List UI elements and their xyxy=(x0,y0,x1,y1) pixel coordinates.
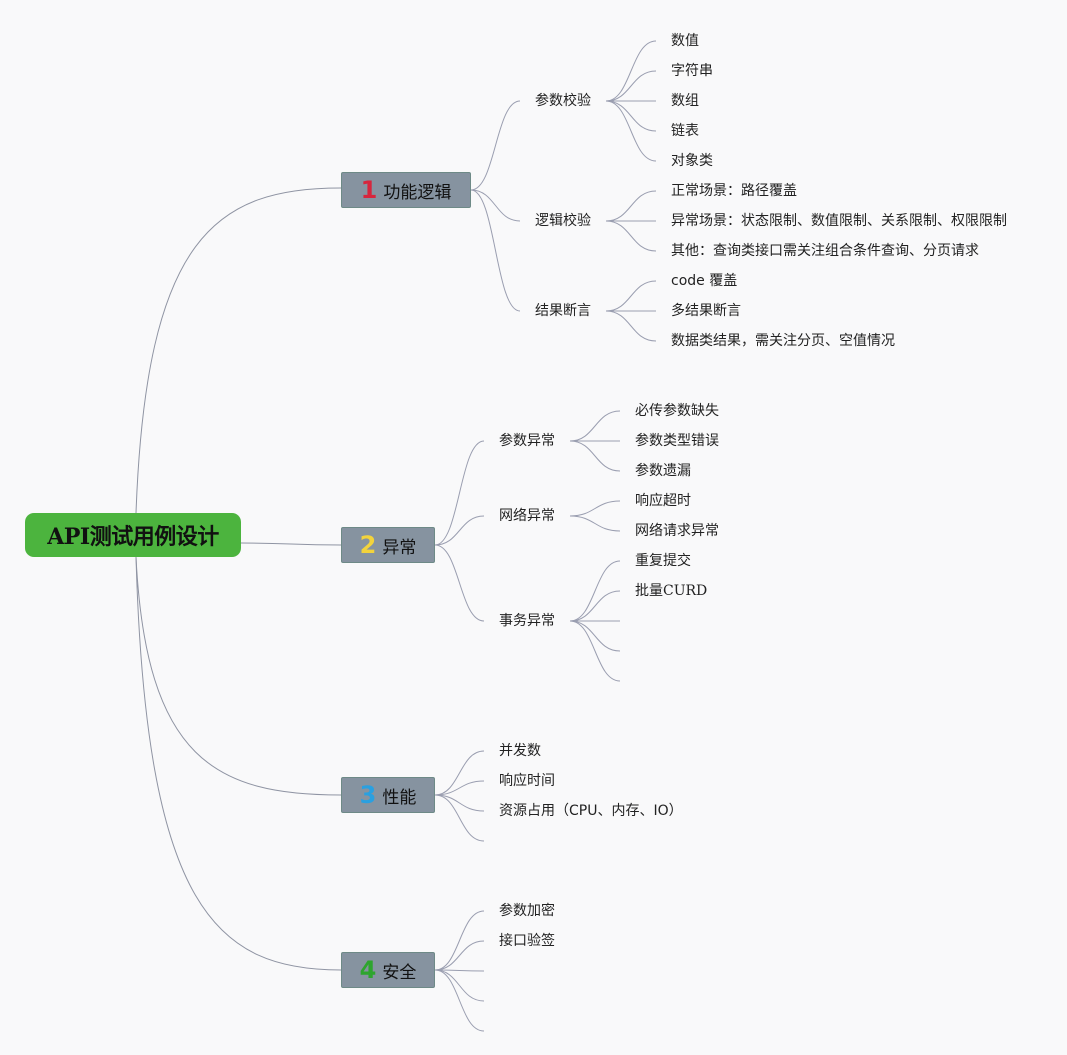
branch-number-2: 2 xyxy=(359,531,377,559)
leaf-item[interactable]: 必传参数缺失 xyxy=(635,403,719,419)
leaf-item[interactable]: 重复提交 xyxy=(635,553,691,569)
branch-node-performance[interactable]: 3 性能 xyxy=(341,777,435,813)
root-connector-line xyxy=(240,542,342,546)
branch-node-security[interactable]: 4 安全 xyxy=(341,952,435,988)
leaf-item[interactable]: 批量CURD xyxy=(635,583,708,599)
leaf-item[interactable]: 资源占用（CPU、内存、IO） xyxy=(499,803,683,819)
branch-number-3: 3 xyxy=(359,781,377,809)
branch-label: 功能逻辑 xyxy=(383,182,452,203)
connector-line xyxy=(605,40,657,102)
root-connector-line xyxy=(135,187,342,514)
connector-line xyxy=(434,910,485,971)
root-connector-line xyxy=(135,556,342,971)
connector-line xyxy=(605,310,657,342)
leaf-item[interactable]: 参数加密 xyxy=(499,903,555,919)
topic-logic-validation[interactable]: 逻辑校验 xyxy=(535,213,591,229)
leaf-item[interactable]: 字符串 xyxy=(671,63,713,79)
leaf-item[interactable]: 对象类 xyxy=(671,153,713,169)
branch-node-functional-logic[interactable]: 1 功能逻辑 xyxy=(341,172,471,208)
connector-line xyxy=(434,780,485,796)
connector-line xyxy=(605,100,657,132)
leaf-item[interactable]: 多结果断言 xyxy=(671,303,741,319)
topic-network-exception[interactable]: 网络异常 xyxy=(499,508,555,524)
leaf-item[interactable]: 正常场景：路径覆盖 xyxy=(671,183,797,199)
branch-node-exception[interactable]: 2 异常 xyxy=(341,527,435,563)
connector-line xyxy=(569,515,621,532)
connector-line xyxy=(434,969,485,1002)
connector-line xyxy=(434,940,485,971)
connector-line xyxy=(434,544,485,622)
connector-line xyxy=(470,100,521,191)
root-node[interactable]: API测试用例设计 xyxy=(25,513,241,557)
topic-param-validation[interactable]: 参数校验 xyxy=(535,93,591,109)
connector-line xyxy=(470,189,521,312)
connector-line xyxy=(434,794,485,842)
topic-param-exception[interactable]: 参数异常 xyxy=(499,433,555,449)
connector-line xyxy=(434,440,485,546)
connector-line xyxy=(434,969,485,1032)
connector-line xyxy=(569,500,621,517)
leaf-item[interactable]: 参数类型错误 xyxy=(635,433,719,449)
leaf-item[interactable]: 响应时间 xyxy=(499,773,555,789)
leaf-item[interactable]: 接口验签 xyxy=(499,933,555,949)
leaf-item[interactable]: 网络请求异常 xyxy=(635,523,719,539)
connector-line xyxy=(434,515,485,546)
leaf-item[interactable]: 参数遗漏 xyxy=(635,463,691,479)
leaf-item[interactable]: 数值 xyxy=(671,33,699,49)
connector-line xyxy=(569,620,621,682)
connector-line xyxy=(569,620,621,652)
connector-line xyxy=(605,220,657,252)
leaf-item[interactable]: 链表 xyxy=(671,123,699,139)
connector-line xyxy=(569,440,621,472)
connector-line xyxy=(569,560,621,622)
branch-label: 性能 xyxy=(382,787,417,808)
connector-line xyxy=(569,590,621,622)
leaf-item[interactable]: 数据类结果，需关注分页、空值情况 xyxy=(671,333,895,349)
leaf-item[interactable]: 数组 xyxy=(671,93,699,109)
branch-label: 安全 xyxy=(382,962,417,983)
connector-line xyxy=(605,190,657,222)
leaf-item[interactable]: 响应超时 xyxy=(635,493,691,509)
topic-result-assertion[interactable]: 结果断言 xyxy=(535,303,591,319)
connector-line xyxy=(605,70,657,102)
branch-number-1: 1 xyxy=(360,176,378,204)
branch-label: 异常 xyxy=(382,537,417,558)
leaf-item[interactable]: 其他：查询类接口需关注组合条件查询、分页请求 xyxy=(671,243,979,259)
connector-line xyxy=(470,189,521,222)
connector-line xyxy=(434,969,485,972)
connector-line xyxy=(434,794,485,812)
leaf-item[interactable]: 异常场景：状态限制、数值限制、关系限制、权限限制 xyxy=(671,213,1007,229)
leaf-item[interactable]: 并发数 xyxy=(499,743,541,759)
leaf-item[interactable]: code 覆盖 xyxy=(671,273,738,289)
connector-line xyxy=(569,410,621,442)
root-label: API测试用例设计 xyxy=(47,524,219,550)
topic-transaction-exception[interactable]: 事务异常 xyxy=(499,613,555,629)
branch-number-4: 4 xyxy=(359,956,377,984)
root-connector-line xyxy=(135,556,342,796)
connector-line xyxy=(434,750,485,796)
connector-line xyxy=(605,280,657,312)
connector-line xyxy=(605,100,657,162)
